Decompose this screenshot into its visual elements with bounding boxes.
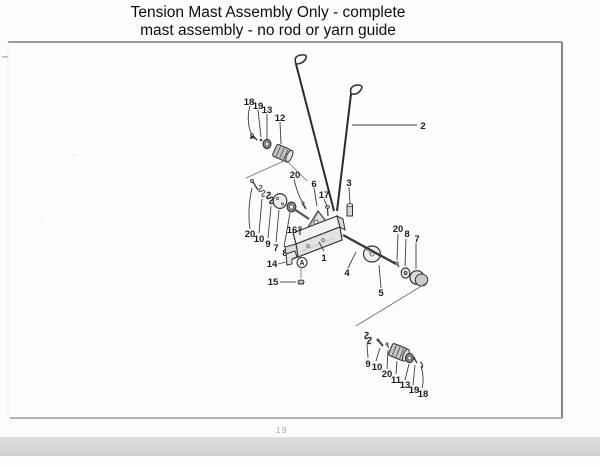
lower-lockwasher-part: [412, 356, 418, 364]
callout-right-screw: 20: [393, 224, 404, 235]
right-cluster: [355, 233, 429, 327]
callout-upper-lockwasher: 19: [253, 101, 264, 112]
mount-bracket-group: [277, 250, 308, 285]
callout-left-washer: 8: [282, 248, 287, 259]
callout-lower-spring-outer: 10: [372, 362, 383, 373]
detail-marker-label: A: [299, 260, 304, 267]
right-screw-part: [395, 261, 400, 268]
upper-knob-subassembly: [245, 105, 308, 182]
callout-guide-bracket: 6: [311, 179, 316, 190]
callout-left-spring-inner: 9: [265, 239, 270, 250]
upper-screw-part: [250, 133, 258, 141]
callout-upper-washer: 13: [262, 105, 273, 116]
callout-top-screw: 20: [290, 170, 301, 181]
title-line-1: Tension Mast Assembly Only - complete: [130, 4, 406, 21]
callout-tension-shaft: 4: [344, 268, 350, 279]
callout-set-screw: 16: [287, 225, 298, 236]
detail-marker-circle: [296, 256, 308, 269]
footer-scan-bar: [0, 437, 600, 456]
callout-lower-clip: 18: [418, 389, 429, 400]
callout-bracket-screw: 17: [319, 190, 330, 201]
callout-left-screw: 20: [245, 229, 256, 240]
callout-lower-lockwasher: 19: [409, 385, 420, 396]
callout-left-spring-outer: 10: [254, 234, 265, 245]
callout-mount-bracket: 14: [267, 259, 278, 270]
lower-washer-part: [405, 352, 414, 364]
left-screw-part: [250, 179, 259, 191]
page-number: 19: [276, 425, 288, 435]
lower-knob-part: [388, 343, 410, 362]
callout-lower-screw: 20: [382, 369, 393, 380]
callout-lower-spring-inner: 9: [365, 359, 370, 370]
bottom-knob-subassembly: [364, 331, 424, 389]
callout-upper-knob: 12: [275, 113, 286, 124]
tension-shaft-group: [342, 233, 397, 289]
shaft-disc-part: [362, 245, 382, 263]
right-knob-part: [409, 270, 429, 287]
lower-clip-part: [419, 361, 424, 369]
left-spring-inner-part: [266, 191, 274, 205]
callout-right-washer: 8: [404, 229, 409, 240]
lower-screw-part: [385, 342, 390, 349]
left-spring-outer-part: [258, 184, 266, 198]
upper-lockwasher-part: [259, 138, 263, 142]
drawing-frame: [7, 41, 563, 419]
scan-dust-specks: [2, 56, 75, 220]
left-disc-part: [272, 193, 288, 210]
left-cluster: [248, 179, 310, 248]
callout-left-disc: 7: [273, 243, 278, 254]
callout-rod-assembly: 2: [420, 121, 425, 132]
callout-right-knob: 7: [414, 234, 419, 245]
bracket-screw-part: [325, 205, 330, 217]
callout-lower-knob: 11: [391, 375, 402, 386]
callout-lower-washer: 13: [400, 380, 411, 391]
top-screw-part: [301, 201, 307, 210]
upper-washer-part: [262, 138, 272, 150]
callout-mount-nut: 15: [268, 277, 279, 288]
lower-spring-part: [364, 331, 372, 345]
title-line-2: mast assembly - no rod or yarn guide: [140, 21, 396, 39]
upper-knob-part: [272, 143, 294, 163]
callout-upper-screw: 18: [244, 97, 255, 108]
callout-sleeve: 3: [346, 178, 351, 189]
sleeve-part: [346, 203, 353, 217]
mast-rods: [294, 54, 417, 212]
callout-mast-body: 1: [321, 253, 327, 264]
right-washer-part: [400, 267, 411, 279]
lower-pin-part: [376, 338, 384, 347]
callout-shaft-disc: 5: [378, 288, 384, 299]
page-title: Tension Mast Assembly Only - complete ma…: [68, 4, 468, 39]
set-screw-part: [298, 226, 302, 235]
mount-bracket-part: [285, 250, 298, 266]
mount-nut-part: [297, 279, 305, 285]
